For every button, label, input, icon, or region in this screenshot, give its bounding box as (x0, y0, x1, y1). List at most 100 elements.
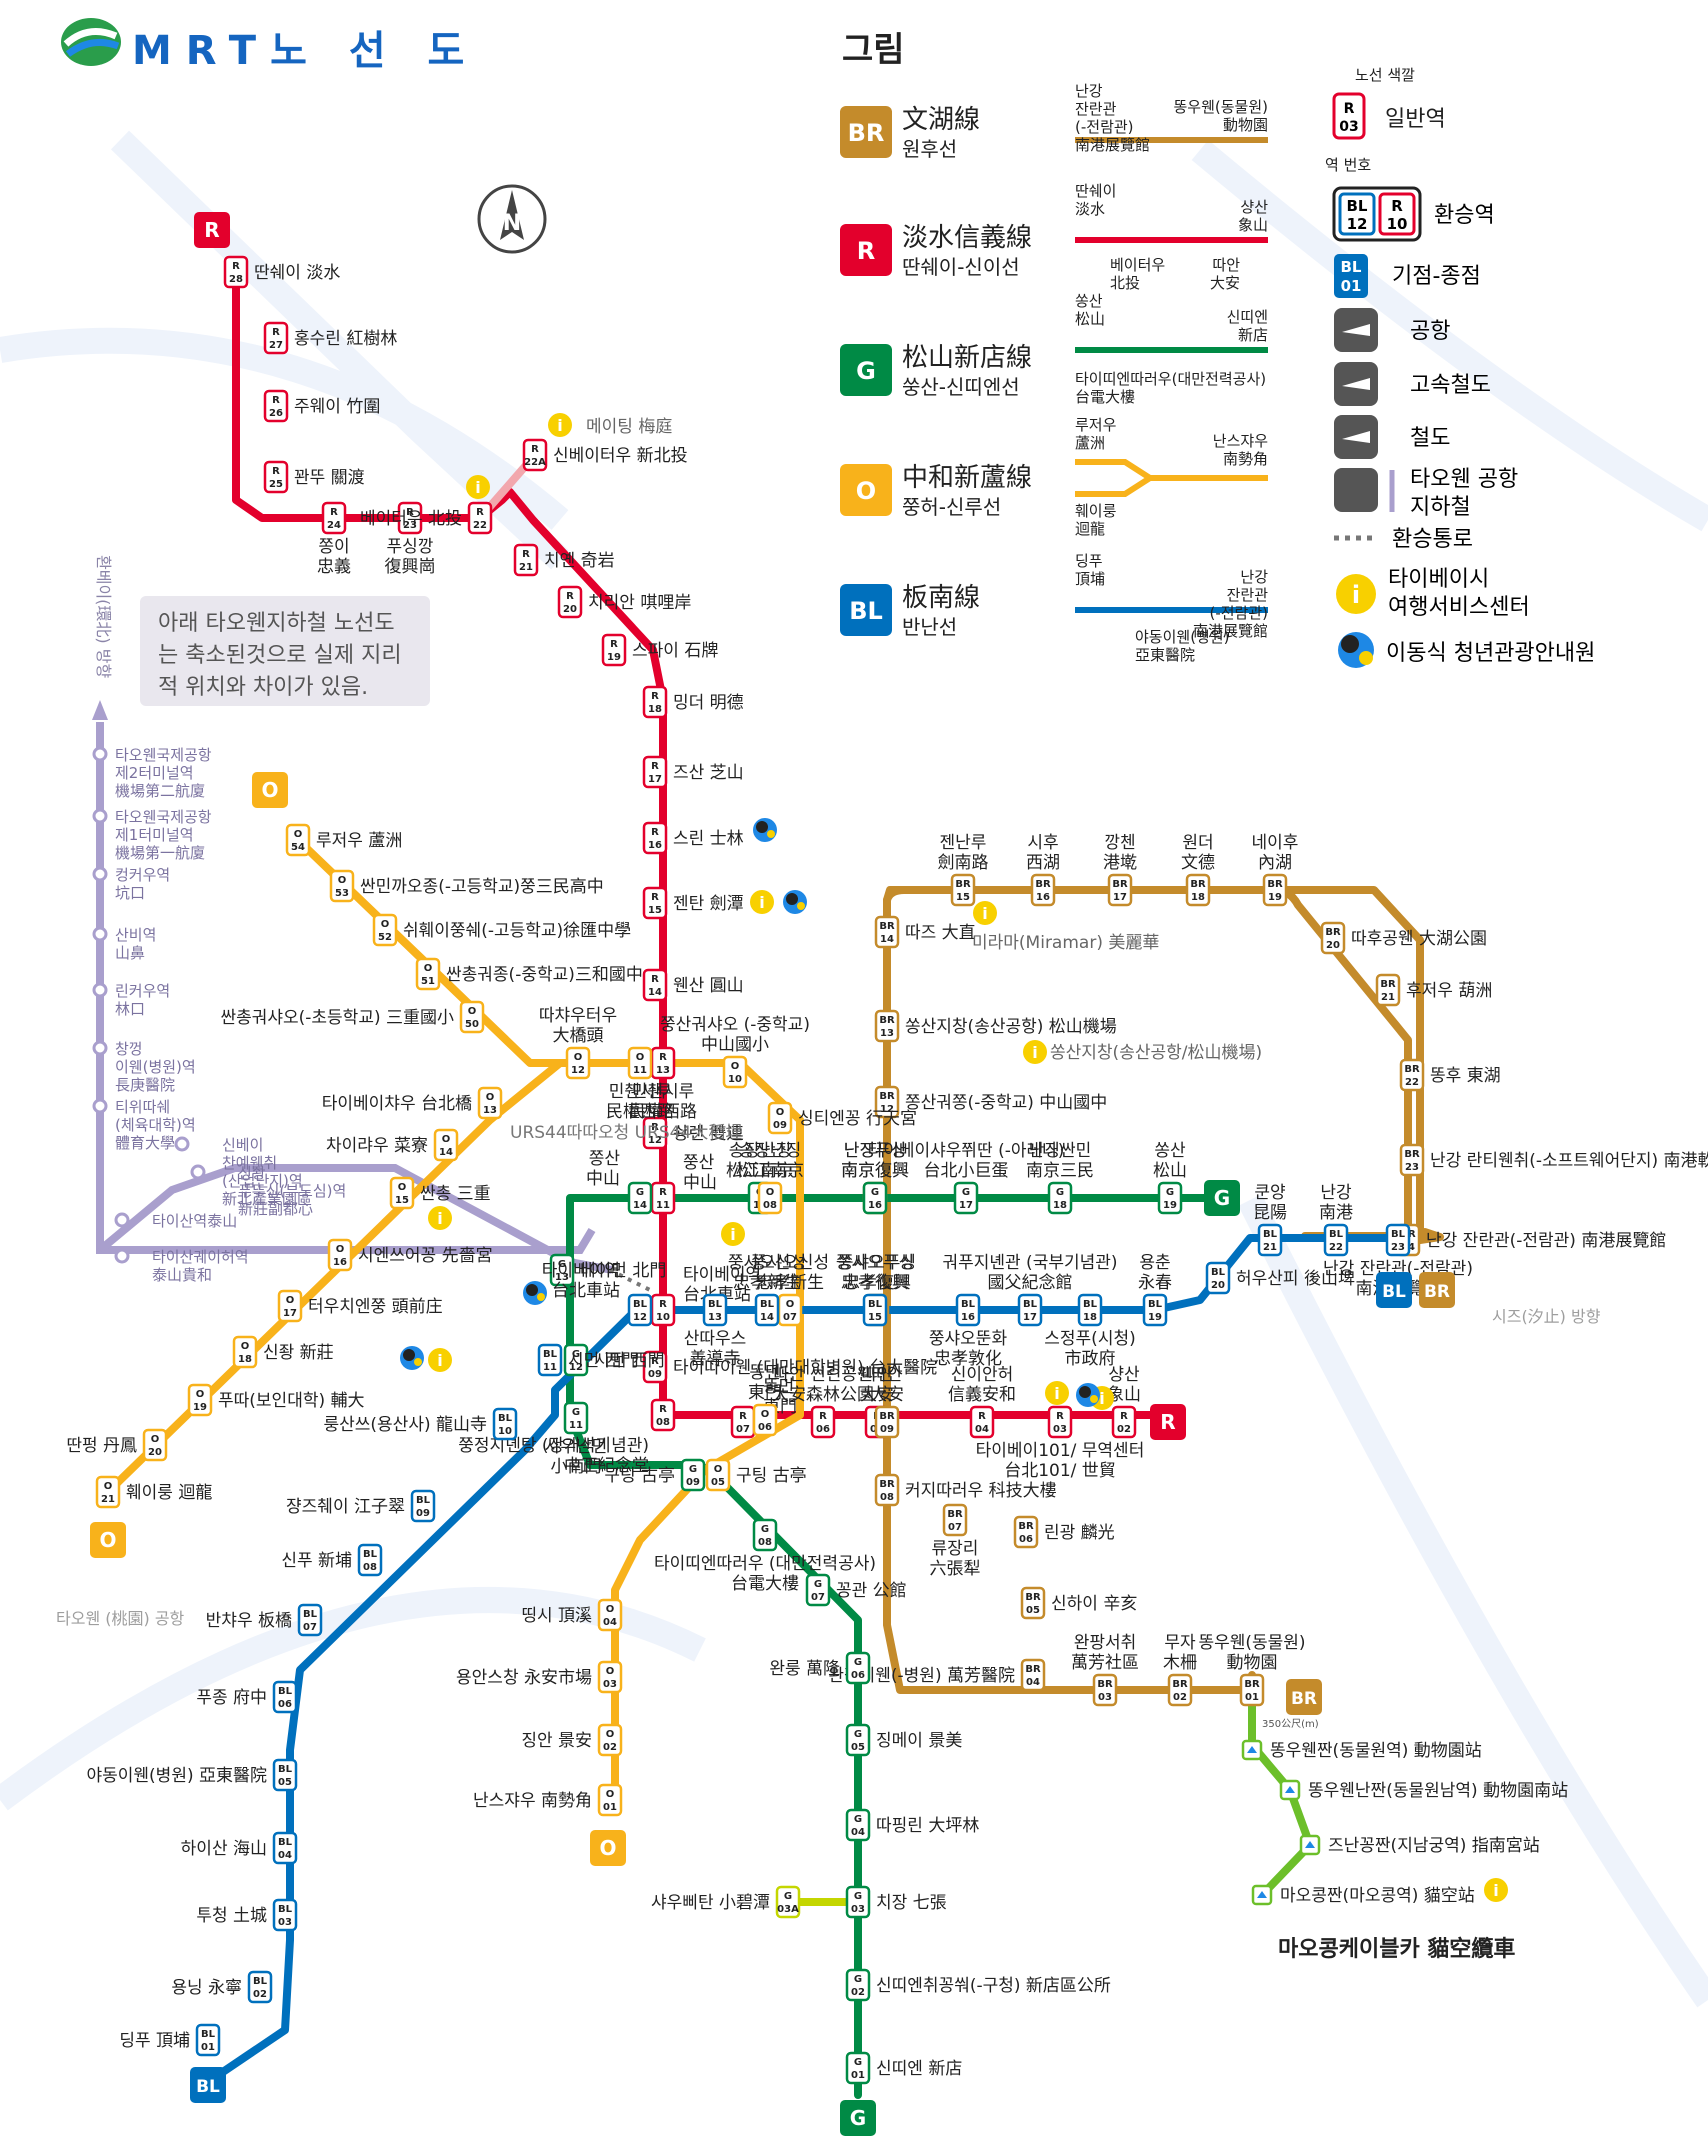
station-mk2[interactable]: 똥우웬난짠(동물원남역) 動物園南站 (1279, 1779, 1568, 1801)
station-mk1[interactable]: 똥우웬짠(동물원역) 動物園站 (1241, 1739, 1482, 1761)
station-br24[interactable]: BR24난강 잔란관(-전람관) 南港展覽館 (1395, 1223, 1666, 1257)
airport-mrt-station[interactable]: 타이산역泰山 (114, 1212, 237, 1230)
station-mk4[interactable]: 마오콩짠(마오콩역) 貓空站 (1251, 1884, 1475, 1906)
station-mk3[interactable]: 즈난꽁짠(지남궁역) 指南宮站 (1299, 1834, 1540, 1856)
